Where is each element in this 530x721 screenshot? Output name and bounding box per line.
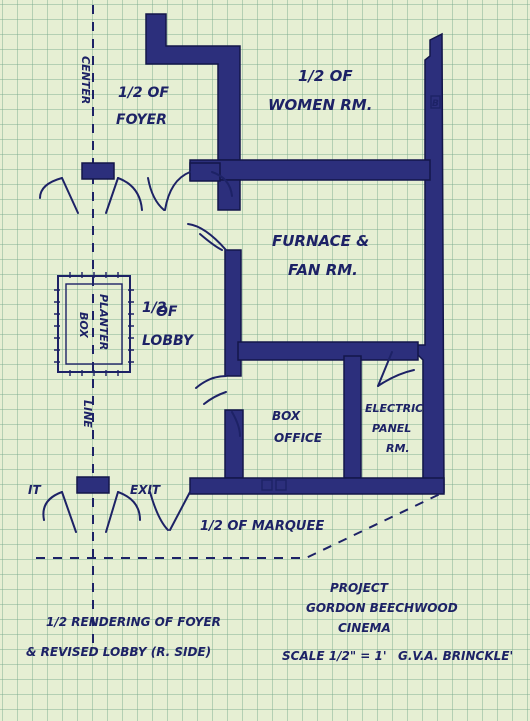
marquee-label: 1/2 OF MARQUEE — [200, 519, 324, 534]
wall-furnace-top — [189, 159, 431, 181]
center-label: CENTER — [79, 56, 92, 104]
electric-room-label: RM. — [386, 442, 410, 455]
planter-box-label: BOX — [77, 312, 90, 338]
lobby-half-label: 1/2 — [142, 300, 167, 316]
panel-label: PANEL — [372, 422, 411, 435]
project-name: GORDON BEECHWOOD — [306, 601, 458, 615]
line-label: LINE — [81, 400, 94, 428]
foyer-label: FOYER — [116, 112, 167, 128]
label-b: B — [432, 99, 439, 109]
author-signature: G.V.A. BRINCKLE' — [398, 649, 513, 663]
box-office-box-label: BOX — [272, 409, 301, 423]
wall-bottom — [189, 477, 445, 495]
pier-foyer-right — [189, 162, 221, 182]
walls — [76, 13, 445, 495]
wall-box-office-left — [224, 409, 244, 479]
door-swings — [39, 171, 415, 533]
grille-2 — [275, 479, 287, 491]
planter-box — [54, 272, 134, 376]
wall-furnace-left — [224, 249, 242, 377]
fan-room-label: FAN RM. — [288, 261, 358, 279]
women-half-label: 1/2 OF — [298, 67, 353, 85]
exit-label: EXIT — [130, 483, 161, 497]
pier-foyer — [81, 162, 115, 180]
electric-label: ELECTRIC — [365, 402, 423, 415]
furnace-label: FURNACE & — [272, 232, 369, 250]
exit-fragment-label: IT — [28, 483, 41, 497]
marquee-line — [36, 493, 441, 559]
lobby-of-label: OF — [156, 304, 178, 320]
pier-exit — [76, 476, 110, 494]
wall-stub-upper — [217, 179, 241, 211]
grille-1 — [261, 479, 273, 491]
wall-box-electric-divider — [343, 355, 362, 479]
rendering-note: 1/2 RENDERING OF FOYER — [46, 615, 221, 629]
foyer-half-label: 1/2 OF — [118, 85, 169, 101]
revised-note: & REVISED LOBBY (R. SIDE) — [26, 645, 211, 659]
wall-furnace-bottom — [237, 341, 419, 361]
project-type: CINEMA — [338, 621, 391, 635]
women-room-label: WOMEN RM. — [268, 96, 372, 114]
planter-label: PLANTER — [97, 294, 110, 350]
scale-label: SCALE 1/2" = 1' — [282, 649, 387, 663]
project-label: PROJECT — [330, 581, 389, 595]
box-office-label: OFFICE — [274, 431, 323, 445]
lobby-label: LOBBY — [142, 333, 195, 349]
vent-box — [430, 95, 441, 109]
